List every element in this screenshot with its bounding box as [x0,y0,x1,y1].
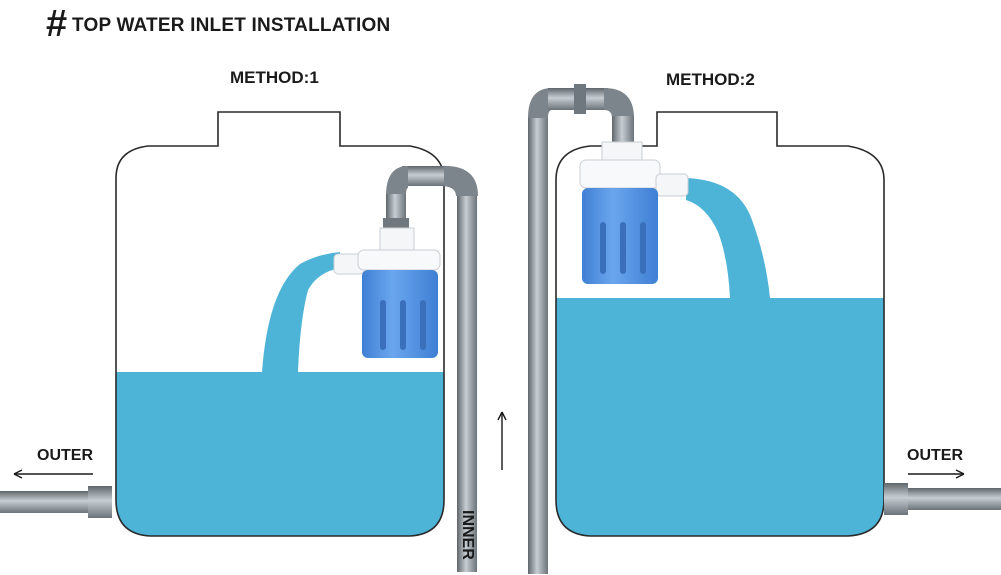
page-title: TOP WATER INLET INSTALLATION [72,15,391,36]
tank-2-outline [555,111,885,537]
outer-pipe-right [884,483,1001,515]
title-hash-symbol: # [46,3,68,45]
tank-2-water [556,298,884,536]
outer-left-arrow [13,469,93,479]
inner-up-arrow [497,411,507,470]
outer-label-right: OUTER [907,447,963,464]
float-valve-2 [579,141,689,284]
tank-1-water [116,372,444,536]
outer-label-left: OUTER [37,447,93,464]
outer-pipe-left [0,486,112,518]
method-2-label: METHOD:2 [666,70,755,89]
water-stream-2 [686,178,770,298]
float-valve-1 [333,227,441,358]
inlet-pipe-2 [528,84,634,574]
method-1-label: METHOD:1 [230,68,319,87]
outer-right-arrow [908,469,965,479]
inlet-pipe-1 [383,165,478,572]
water-stream-1 [262,252,340,372]
tank-method-2 [555,111,885,537]
inner-label: INNER [459,510,476,560]
tank-method-1 [115,111,445,537]
